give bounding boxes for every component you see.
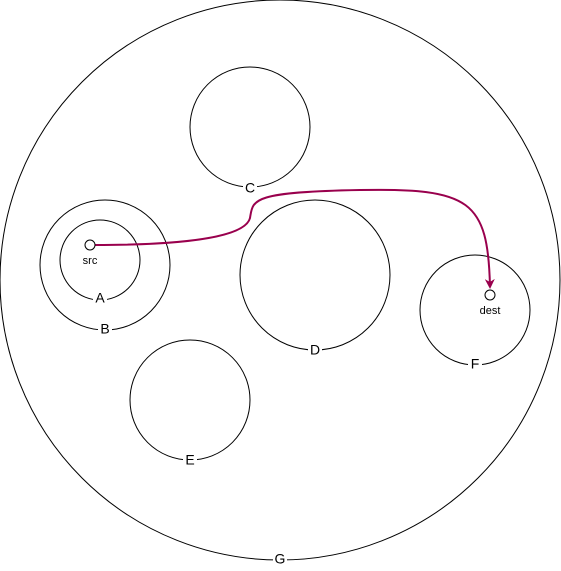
- src-label: src: [83, 255, 98, 267]
- region-d-label: D: [310, 342, 320, 358]
- region-c-label: C: [245, 180, 255, 196]
- region-f-label: F: [471, 356, 480, 372]
- route-path: [94, 188, 495, 289]
- dest-label: dest: [480, 305, 501, 317]
- region-b-circle: [39, 199, 171, 331]
- region-e-label: E: [185, 452, 194, 468]
- region-d-circle: [239, 199, 391, 351]
- region-a-circle: [59, 219, 141, 301]
- region-g-label: G: [275, 551, 286, 567]
- region-b-label: B: [100, 321, 109, 337]
- region-e-circle: [129, 339, 251, 461]
- region-c-circle: [189, 66, 311, 188]
- dest-endpoint: [484, 289, 496, 301]
- region-f-circle: [419, 254, 531, 366]
- region-a-label: A: [95, 290, 105, 306]
- src-endpoint: [84, 239, 96, 251]
